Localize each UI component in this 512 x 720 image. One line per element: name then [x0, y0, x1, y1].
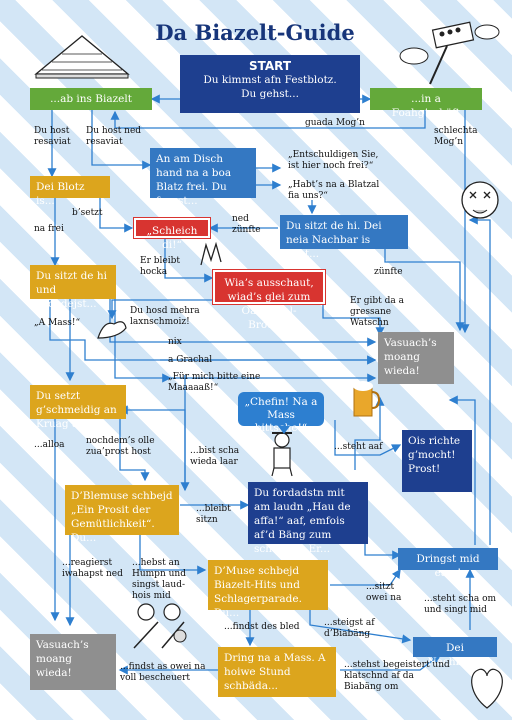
- label-bist-scha: ...bist scha wieda laar: [190, 446, 240, 467]
- label-maaaaass: „Für mich bitte eine Maaaaaß!“: [168, 372, 261, 393]
- start-line-2: Du gehst...: [241, 88, 299, 100]
- box-nachbar: Dei Nachbar...: [413, 637, 497, 668]
- label-findst-bled: ...findst des bled: [224, 622, 300, 632]
- page-title: Da Biazelt-Guide: [155, 20, 355, 45]
- beer-mug-icon: [353, 381, 380, 417]
- muscle-arm-sketch-icon: [97, 321, 127, 339]
- label-entschuldigen: „Entschuldigen Sie, ist hier noch frei?“: [288, 150, 379, 171]
- label-a-mass: „A Mass!“: [34, 318, 81, 328]
- label-ned-resaviat: Du host ned resaviat: [86, 126, 142, 147]
- box-schleich: „Schleich di!“: [134, 218, 210, 251]
- box-dringst: Dringst mid eam!: [398, 548, 498, 579]
- label-ned-zunfte: ned zünfte: [232, 214, 261, 235]
- start-line-1: Du kimmst afn Festblotz.: [203, 74, 337, 86]
- dizzy-face-sketch-icon: [461, 181, 499, 219]
- label-schlechta-mogn: schlechta Mog’n: [434, 126, 478, 147]
- label-grachal: a Grachal: [168, 355, 213, 365]
- label-bleibt-sitzn: ...bleibt sitzn: [196, 504, 231, 525]
- label-resaviat: Du host resaviat: [34, 126, 71, 147]
- label-zunfte: zünfte: [374, 267, 403, 277]
- box-biazelt: ...ab ins Biazelt: [30, 88, 152, 110]
- box-dring: Dring na a Mass. A hoiwe Stund schbäda..…: [218, 647, 336, 697]
- slap-hand-sketch-icon: [200, 241, 222, 266]
- box-blemuse: D’Blemuse schbejd „Ein Prosit der Gemütl…: [65, 485, 179, 544]
- box-fordadstn: Du fordadstn mit am laudn „Hau de affa!“…: [248, 482, 368, 555]
- brass-band-sketch-icon: [133, 603, 187, 649]
- label-steht-aaf: ...steht aaf: [334, 442, 383, 452]
- label-na-frei: na frei: [34, 224, 64, 234]
- label-alloa: ...alloa: [34, 440, 65, 450]
- beer-tent-sketch-icon: [34, 35, 130, 79]
- label-gressane-watschn: Er gibt da a gressane Watschn: [350, 296, 404, 328]
- start-box: START Du kimmst afn Festblotz. Du gehst.…: [180, 55, 360, 113]
- box-vasuach-1: Vasuach’s moang wieda!: [378, 332, 454, 384]
- box-schmeidig: Du setzt g’schmeidig an Kruag a....: [30, 385, 126, 430]
- box-muse: D’Muse schbejd Biazelt-Hits und Schlager…: [208, 560, 328, 619]
- box-richte: Ois richte g’mocht! Prost!: [402, 430, 472, 492]
- label-sitzt-owei: ...sitzt owei na: [366, 582, 402, 603]
- label-stehst: ...stehst begeistert und klatschnd af da…: [344, 660, 450, 692]
- label-hebst: ...hebst an Humpn und singst laud-hois m…: [132, 558, 186, 601]
- label-steht-scha: ...steht scha om und singt mid: [424, 594, 497, 615]
- start-heading: START: [248, 59, 292, 73]
- label-habts: „Habt’s na a Blatzal fia uns?“: [288, 180, 380, 201]
- label-bleibt-hocka: Er bleibt hocka: [140, 256, 180, 277]
- box-bschdejst: Du sitzt de hi und bschdejst...: [30, 265, 116, 310]
- box-blotz: Dei Blotz is...: [30, 176, 110, 207]
- box-wias: Wia’s ausschaut, wiad’s glei zum Oawasch…: [213, 270, 325, 331]
- box-vasuach-2: Vasuach’s moang wieda!: [30, 634, 116, 690]
- box-disch: An am Disch hand na a boa Blatz frei. Du…: [150, 148, 256, 207]
- label-nix: nix: [168, 337, 182, 347]
- box-sitzt-hi: Du sitzt de hi. Dei neia Nachbar is echt…: [280, 215, 408, 260]
- label-steigst: ...steigst af d’Biabäng: [324, 618, 375, 639]
- waiter-sketch-icon: [271, 432, 293, 477]
- label-findst-owei: ...findst as owei na voll bescheuert: [120, 662, 206, 683]
- label-besetzt: b’setzt: [72, 208, 103, 218]
- gingerbread-heart-icon: [471, 668, 503, 709]
- label-guada-mogn: guada Mog’n: [305, 118, 365, 128]
- label-reagierst: ...reagierst iwahapst ned: [62, 558, 123, 579]
- label-laxnschmoiz: Du hosd mehra laxnschmoiz!: [130, 306, 200, 327]
- bubble-chefin: „Chefin! Na a Mass bittsche!“: [238, 392, 324, 434]
- label-nochdem: nochdem’s olle zua’prost host: [86, 436, 155, 457]
- box-foahgschaeft: ...in a Foahg’schäft: [370, 88, 482, 119]
- carousel-sketch-icon: [399, 21, 500, 85]
